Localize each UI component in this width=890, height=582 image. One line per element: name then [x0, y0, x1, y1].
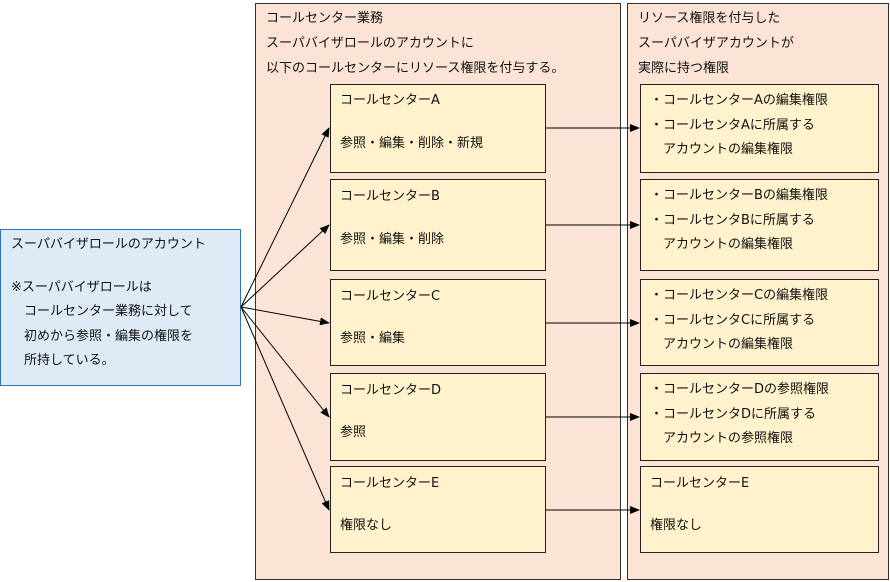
- result-line: ・コールセンターDの参照権限: [650, 382, 830, 397]
- supervisor-note-line-4: 所持している。: [11, 353, 115, 368]
- supervisor-note-line-2: コールセンター業務に対して: [11, 304, 193, 319]
- result-line: ・コールセンタCに所属する: [650, 313, 816, 328]
- result-line: ・コールセンターAの編集権限: [650, 93, 828, 108]
- result-box-c: ・コールセンターCの編集権限 ・コールセンタCに所属する アカウントの編集権限: [640, 279, 879, 366]
- call-center-perms: 参照: [340, 425, 367, 440]
- call-center-name: コールセンターB: [340, 189, 440, 204]
- result-line: ・コールセンタDに所属する: [650, 407, 817, 422]
- call-center-perms: 参照・編集・削除・新規: [340, 136, 484, 151]
- call-center-box-a: コールセンターA 参照・編集・削除・新規: [330, 84, 546, 173]
- call-center-name: コールセンターA: [340, 93, 440, 108]
- arrow-to-center-d: [240, 306, 330, 418]
- supervisor-account-title: スーパバイザロールのアカウント: [11, 237, 206, 252]
- result-line: ・コールセンタAに所属する: [650, 118, 815, 133]
- arrow-to-center-b: [240, 224, 330, 308]
- result-box-a: ・コールセンターAの編集権限 ・コールセンタAに所属する アカウントの編集権限: [640, 84, 879, 173]
- result-line: アカウントの編集権限: [650, 337, 794, 352]
- call-center-box-c: コールセンターC 参照・編集: [330, 279, 546, 366]
- middle-heading-line-2: スーパバイザロールのアカウントに: [266, 36, 474, 51]
- call-center-box-d: コールセンターD 参照: [330, 373, 546, 461]
- result-box-e: コールセンターE 権限なし: [640, 466, 879, 553]
- supervisor-account-box: スーパバイザロールのアカウント ※スーパバイザロールは コールセンター業務に対し…: [0, 229, 241, 386]
- supervisor-note-line-3: 初めから参照・編集の権限を: [11, 329, 194, 344]
- arrow-to-center-c: [240, 306, 330, 326]
- call-center-box-b: コールセンターB 参照・編集・削除: [330, 179, 546, 271]
- result-line: ・コールセンタBに所属する: [650, 213, 815, 228]
- call-center-name: コールセンターD: [340, 383, 442, 398]
- middle-heading-line-1: コールセンター業務: [266, 11, 384, 26]
- result-line: コールセンターE: [650, 476, 750, 491]
- right-heading-line-3: 実際に持つ権限: [638, 61, 730, 76]
- result-box-d: ・コールセンターDの参照権限 ・コールセンタDに所属する アカウントの参照権限: [640, 373, 879, 461]
- right-heading-line-1: リソース権限を付与した: [638, 11, 781, 26]
- middle-heading-line-3: 以下のコールセンターにリソース権限を付与する。: [266, 61, 565, 76]
- call-center-name: コールセンターC: [340, 289, 441, 304]
- call-center-perms: 参照・編集・削除: [340, 232, 445, 247]
- arrow-to-center-e: [240, 306, 330, 511]
- result-line: アカウントの編集権限: [650, 142, 794, 157]
- result-line: 権限なし: [650, 518, 703, 533]
- call-center-name: コールセンターE: [340, 476, 440, 491]
- call-center-perms: 権限なし: [340, 518, 393, 533]
- call-center-box-e: コールセンターE 権限なし: [330, 466, 546, 553]
- result-line: ・コールセンターCの編集権限: [650, 288, 829, 303]
- supervisor-note-line-1: ※スーパバイザロールは: [11, 280, 152, 295]
- result-box-b: ・コールセンターBの編集権限 ・コールセンタBに所属する アカウントの編集権限: [640, 179, 879, 271]
- result-line: アカウントの参照権限: [650, 431, 794, 446]
- call-center-perms: 参照・編集: [340, 331, 406, 346]
- arrow-to-center-a: [240, 127, 330, 308]
- result-line: アカウントの編集権限: [650, 237, 794, 252]
- right-heading-line-2: スーパバイザアカウントが: [638, 36, 794, 51]
- result-line: ・コールセンターBの編集権限: [650, 188, 828, 203]
